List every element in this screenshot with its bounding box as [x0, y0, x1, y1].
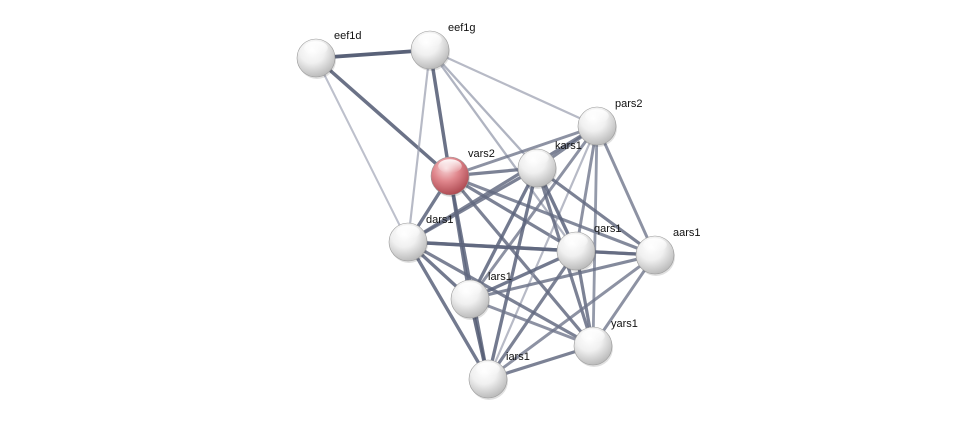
node-label-iars1: iars1 [506, 351, 530, 363]
edge-eef1g-vars2[interactable] [428, 48, 452, 178]
node-vars2[interactable]: vars2 [430, 148, 495, 197]
node-label-eef1d: eef1d [334, 30, 362, 42]
node-dars1[interactable]: dars1 [388, 214, 454, 263]
node-label-pars2: pars2 [615, 98, 643, 110]
edge-eef1g-pars2[interactable] [428, 48, 599, 128]
node-highlight [396, 225, 420, 239]
node-label-vars2: vars2 [468, 148, 495, 160]
node-eef1g[interactable]: eef1g [410, 22, 476, 71]
node-label-qars1: qars1 [594, 223, 622, 235]
node-highlight [304, 41, 328, 55]
node-label-lars1: lars1 [488, 271, 512, 283]
edges-layer [314, 48, 657, 381]
node-label-eef1g: eef1g [448, 22, 476, 34]
node-highlight [476, 362, 500, 376]
edge-eef1g-kars1[interactable] [428, 48, 539, 170]
node-aars1[interactable]: aars1 [635, 227, 701, 276]
edge-kars1-aars1[interactable] [535, 166, 657, 257]
edge-aars1-iars1[interactable] [486, 253, 657, 381]
node-highlight [585, 109, 609, 123]
node-qars1[interactable]: qars1 [556, 223, 622, 272]
node-eef1d[interactable]: eef1d [296, 30, 362, 79]
edge-pars2-lars1[interactable] [468, 124, 599, 301]
node-label-kars1: kars1 [555, 140, 582, 152]
node-highlight [643, 238, 667, 252]
node-kars1[interactable]: kars1 [517, 140, 582, 189]
edge-eef1d-vars2[interactable] [314, 56, 452, 178]
node-lars1[interactable]: lars1 [450, 271, 512, 320]
edge-lars1-yars1[interactable] [468, 297, 595, 348]
node-highlight [418, 33, 442, 47]
edge-kars1-lars1[interactable] [468, 166, 539, 301]
edge-vars2-pars2[interactable] [448, 124, 599, 178]
edge-pars2-aars1[interactable] [595, 124, 657, 257]
edge-kars1-dars1[interactable] [406, 166, 539, 244]
node-label-dars1: dars1 [426, 214, 454, 226]
node-yars1[interactable]: yars1 [573, 318, 638, 367]
node-label-yars1: yars1 [611, 318, 638, 330]
node-pars2[interactable]: pars2 [577, 98, 643, 147]
edge-kars1-iars1[interactable] [486, 166, 539, 381]
node-highlight [458, 282, 482, 296]
edge-qars1-lars1[interactable] [468, 249, 578, 301]
edge-pars2-yars1[interactable] [591, 124, 599, 348]
node-highlight [438, 159, 462, 173]
node-iars1[interactable]: iars1 [468, 351, 530, 400]
edge-eef1g-dars1[interactable] [406, 48, 432, 244]
edge-pars2-iars1[interactable] [486, 124, 599, 381]
node-highlight [581, 329, 605, 343]
edge-eef1d-dars1[interactable] [314, 56, 410, 244]
edge-qars1-iars1[interactable] [486, 249, 578, 381]
node-label-aars1: aars1 [673, 227, 701, 239]
edge-pars2-qars1[interactable] [574, 124, 599, 253]
edge-dars1-iars1[interactable] [406, 240, 490, 381]
node-highlight [525, 151, 549, 165]
nodes-layer: eef1d eef1g pars2 vars2 kars1 dars1 qars1 aars1… [296, 22, 701, 400]
edge-aars1-lars1[interactable] [468, 253, 657, 301]
edge-dars1-yars1[interactable] [406, 240, 595, 348]
node-highlight [564, 234, 588, 248]
